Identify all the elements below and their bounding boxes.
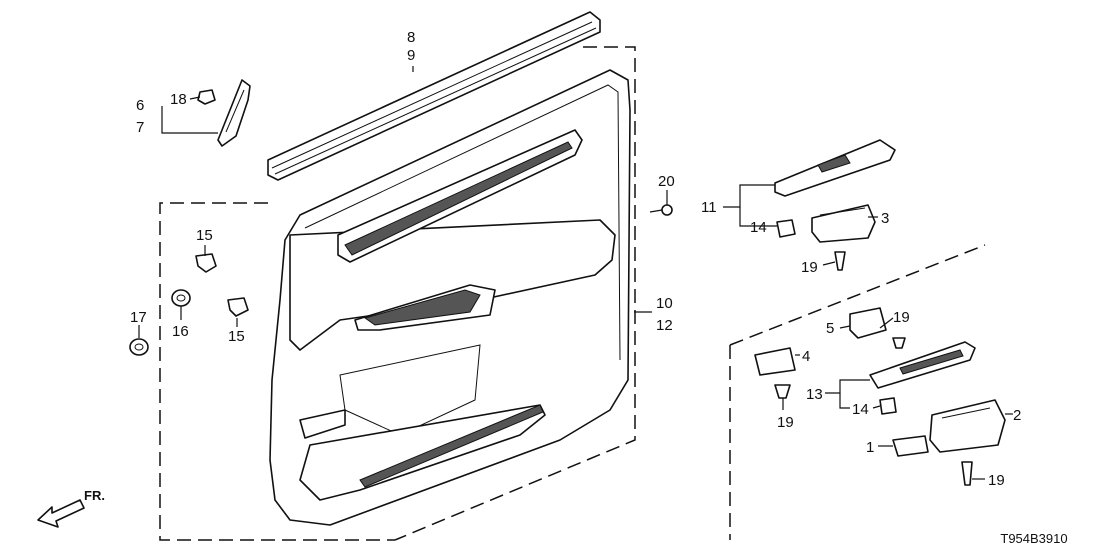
callout-20: 20 [658, 173, 675, 190]
callout-13: 13 [806, 386, 823, 403]
callout-15-upper: 15 [196, 227, 213, 244]
clip-14-upper [776, 219, 796, 238]
corner-trim-piece [217, 79, 251, 147]
callout-19-left: 19 [777, 414, 794, 431]
screw-19-left [774, 384, 791, 399]
callout-1: 1 [866, 439, 874, 456]
assembly-boundary [159, 46, 986, 541]
clip-14-lower [879, 397, 897, 415]
switch-1 [892, 435, 929, 457]
screw-20 [649, 204, 673, 216]
callout-18: 18 [170, 91, 187, 108]
bracket-4 [754, 347, 796, 376]
window-switch-3 [811, 204, 876, 243]
cap-17 [129, 338, 149, 356]
retainer-clip-15b [227, 297, 249, 317]
callout-9: 9 [407, 47, 415, 64]
callout-11: 11 [701, 199, 717, 216]
grommet-16 [171, 289, 191, 307]
callout-6: 6 [136, 97, 144, 114]
callout-3: 3 [881, 210, 889, 227]
retainer-clip-15a [195, 253, 217, 273]
callout-10: 10 [656, 295, 673, 312]
switch-5 [849, 307, 887, 339]
door-weatherstrip [267, 11, 601, 181]
callout-8: 8 [407, 29, 415, 46]
screw-19-bottom [961, 461, 973, 486]
fr-label: FR. [84, 488, 105, 503]
door-lining-panel [269, 69, 631, 526]
callout-2: 2 [1013, 407, 1021, 424]
switch-2 [929, 399, 1006, 453]
callout-17: 17 [130, 309, 147, 326]
trim-clip-18 [197, 89, 216, 105]
callout-15-lower: 15 [228, 328, 245, 345]
diagram-code: T954B3910 [1000, 531, 1067, 546]
callout-14-lower: 14 [852, 401, 869, 418]
switch-panel-lower-13 [869, 341, 976, 389]
leader-lines [138, 66, 1013, 480]
screw-19-right [892, 337, 906, 349]
callout-12: 12 [656, 317, 673, 334]
callout-4: 4 [802, 348, 810, 365]
callout-19-right: 19 [893, 309, 910, 326]
callout-19-upper: 19 [801, 259, 818, 276]
callout-16: 16 [172, 323, 189, 340]
callout-5: 5 [826, 320, 834, 337]
callouts: 8 9 6 7 18 15 15 16 17 10 12 20 11 14 3 … [130, 29, 1021, 489]
callout-7: 7 [136, 119, 144, 136]
callout-14-upper: 14 [750, 219, 767, 236]
screw-19-upper [834, 251, 846, 271]
callout-19-bottom: 19 [988, 472, 1005, 489]
front-direction-arrow: FR. [37, 488, 105, 528]
switch-panel-upper [774, 139, 896, 197]
